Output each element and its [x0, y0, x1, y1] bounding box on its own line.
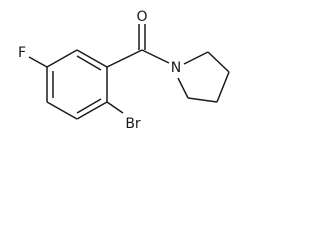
ring-bond-c2-c3	[46, 49, 78, 68]
pyrrolidine-bond-n-c2	[183, 51, 209, 65]
bond-ring-to-fluorine	[28, 56, 48, 68]
pyrrolidine-bond-c3-c4	[216, 71, 230, 103]
benzene-ring	[46, 49, 108, 120]
ring-bond-c4-c5	[46, 101, 78, 120]
ring-bond-c1-c2	[76, 49, 108, 68]
pyrrolidine-ring	[177, 51, 230, 103]
structure-canvas: O N F Br	[0, 0, 248, 138]
oxygen-atom-label: O	[136, 9, 147, 25]
pyrrolidine-bond-c2-c3	[207, 51, 230, 73]
pyrrolidine-bond-c4-c5	[187, 97, 218, 103]
ring-double-bond-c1-c2	[76, 55, 102, 71]
chemical-structure-diagram: O N F Br	[18, 9, 230, 132]
pyrrolidine-bond-c5-n	[177, 77, 189, 99]
nitrogen-atom-label: N	[171, 60, 181, 76]
ring-bond-c5-c6	[76, 101, 108, 120]
bond-ring-to-bromine	[106, 101, 124, 114]
fluorine-atom-label: F	[18, 45, 26, 61]
bromine-atom-label: Br	[125, 116, 141, 132]
ring-double-bond-c5-c6	[76, 98, 102, 114]
bond-ring-to-carbonyl	[106, 49, 143, 68]
bond-carbonyl-to-nitrogen	[141, 49, 170, 64]
